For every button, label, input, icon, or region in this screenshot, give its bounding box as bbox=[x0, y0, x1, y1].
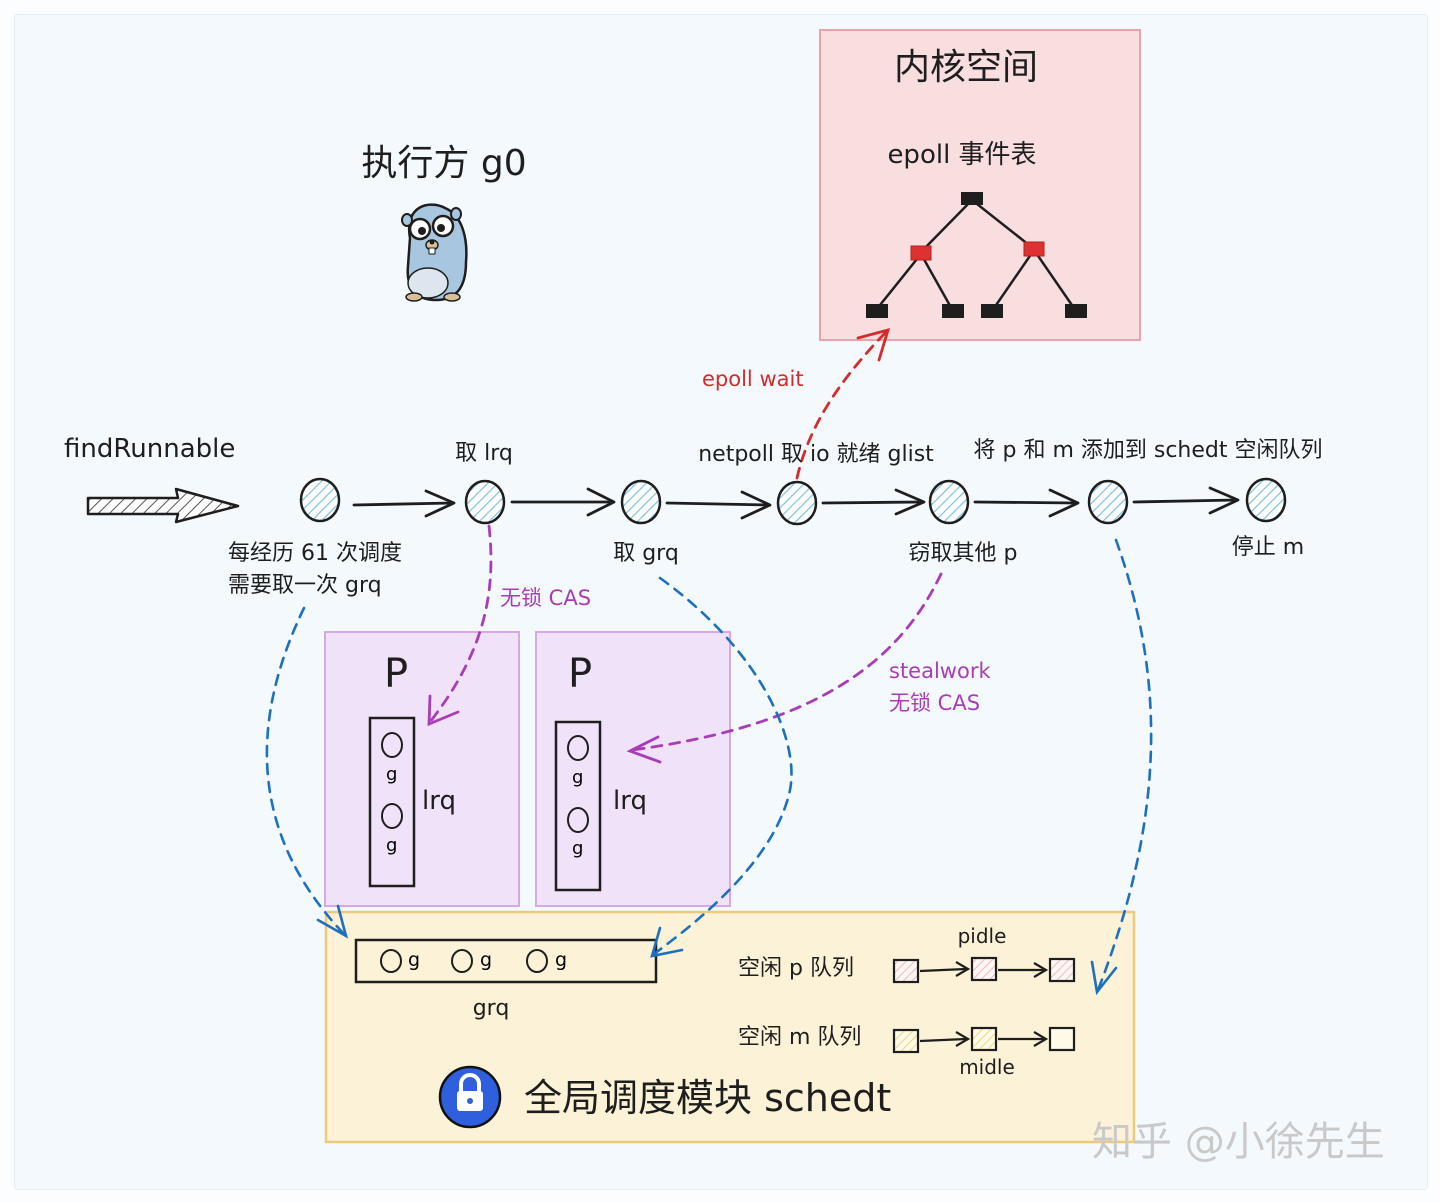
flow-node-5 bbox=[928, 479, 970, 525]
schedt-from-node6-arrow bbox=[1090, 538, 1153, 996]
steal-label-line1: stealwork bbox=[889, 659, 991, 683]
kernel-space-box bbox=[819, 29, 1141, 341]
epoll-wait-label: epoll wait bbox=[702, 367, 804, 391]
pidle-label: 空闲 p 队列 bbox=[738, 956, 854, 981]
tree-node-red-left bbox=[910, 245, 932, 261]
tree-leaf-3 bbox=[981, 304, 1003, 318]
grq-from-node1-arrow bbox=[265, 606, 349, 939]
tree-leaf-1 bbox=[866, 304, 888, 318]
processor-2-title: P bbox=[567, 651, 593, 697]
pidle-title: pidle bbox=[957, 924, 1007, 948]
grq-g-3: g bbox=[555, 949, 567, 971]
lrq2-g-2: g bbox=[572, 838, 583, 859]
lock-icon bbox=[438, 1065, 502, 1129]
lrq-queue-1 bbox=[368, 716, 416, 888]
step3-label: 取 grq bbox=[613, 541, 679, 566]
step1-label-line1: 每经历 61 次调度 bbox=[228, 541, 402, 566]
midle-label: 空闲 m 队列 bbox=[738, 1025, 862, 1050]
kernel-title: 内核空间 bbox=[893, 47, 1039, 88]
cas-lrq-arrow bbox=[427, 524, 493, 727]
epoll-table-label: epoll 事件表 bbox=[887, 140, 1037, 170]
midle-chain bbox=[892, 1026, 1076, 1054]
step1-label-line2: 需要取一次 grq bbox=[228, 573, 382, 598]
grq-from-node3-arrow bbox=[650, 576, 793, 958]
watermark: 知乎 @小徐先生 bbox=[1092, 1119, 1385, 1165]
processor-1-title: P bbox=[383, 651, 409, 697]
findrunnable-arrow bbox=[86, 487, 240, 524]
step2-label: 取 lrq bbox=[455, 441, 513, 466]
grq-queue bbox=[354, 938, 658, 984]
executor-title: 执行方 g0 bbox=[361, 143, 527, 184]
flow-node-1 bbox=[299, 477, 341, 523]
step6-label: 将 p 和 m 添加到 schedt 空闲队列 bbox=[973, 438, 1323, 463]
lrq1-g-2: g bbox=[386, 835, 397, 856]
flow-node-4 bbox=[776, 480, 818, 526]
tree-node-root bbox=[961, 192, 983, 205]
processor-box-1 bbox=[324, 631, 520, 907]
processor-2-queue-label: lrq bbox=[613, 786, 647, 816]
flow-node-2 bbox=[464, 479, 506, 525]
epoll-wait-arrow bbox=[795, 328, 891, 480]
midle-title: midle bbox=[959, 1055, 1015, 1079]
step5-label: 窃取其他 p bbox=[908, 541, 1018, 566]
processor-1-queue-label: lrq bbox=[422, 786, 456, 816]
grq-g-2: g bbox=[480, 949, 492, 971]
processor-box-2 bbox=[535, 631, 731, 907]
flow-arrows bbox=[352, 486, 1240, 520]
step7-label: 停止 m bbox=[1231, 535, 1305, 560]
lrq1-g-1: g bbox=[386, 764, 397, 785]
cas-lrq-label: 无锁 CAS bbox=[500, 586, 592, 610]
epoll-tree bbox=[875, 199, 1078, 312]
schedt-title: 全局调度模块 schedt bbox=[524, 1076, 892, 1120]
grq-label: grq bbox=[472, 996, 510, 1021]
tree-node-red-right bbox=[1023, 241, 1045, 257]
pidle-chain bbox=[892, 956, 1076, 984]
flow-node-7 bbox=[1245, 477, 1287, 523]
step4-label: netpoll 取 io 就绪 glist bbox=[698, 442, 934, 467]
flow-title: findRunnable bbox=[64, 434, 236, 464]
lrq-queue-2 bbox=[554, 720, 602, 892]
stealwork-arrow bbox=[626, 572, 943, 764]
grq-g-1: g bbox=[408, 949, 420, 971]
flow-node-6 bbox=[1087, 479, 1129, 525]
tree-leaf-4 bbox=[1065, 304, 1087, 318]
flow-node-3 bbox=[620, 479, 662, 525]
lrq2-g-1: g bbox=[572, 767, 583, 788]
gopher-icon bbox=[401, 203, 468, 302]
tree-leaf-2 bbox=[942, 304, 964, 318]
steal-label-line2: 无锁 CAS bbox=[889, 691, 981, 715]
